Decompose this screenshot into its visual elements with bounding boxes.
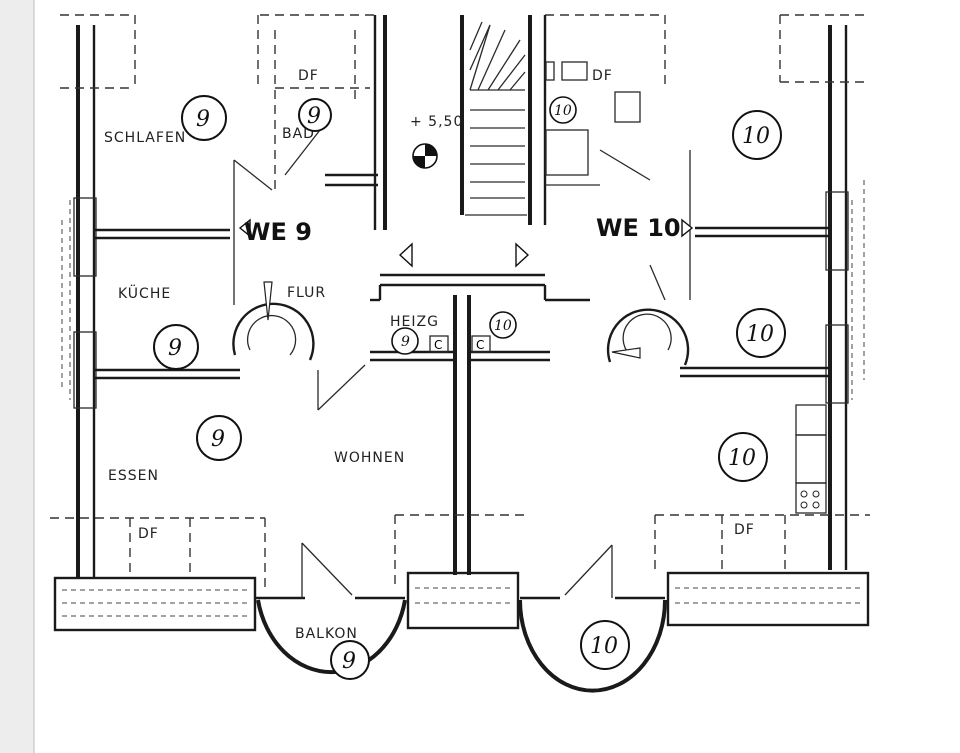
svg-text:10: 10 [728, 446, 756, 471]
marker-bad-10: 10 [549, 96, 577, 124]
we9-entry-arrow-icon [238, 218, 251, 238]
partitions-we9 [94, 159, 366, 411]
svg-text:10: 10 [590, 634, 618, 659]
svg-text:9: 9 [342, 649, 356, 674]
svg-text:9: 9 [196, 107, 210, 132]
bathroom-we9-walls [284, 15, 387, 230]
marker-schlafen-9: 9 [181, 95, 227, 141]
label-we10: WE 10 [596, 214, 681, 242]
marker-essen-9: 9 [196, 415, 242, 461]
label-bad: BAD [282, 126, 315, 142]
balcony-center-parapet [406, 571, 520, 630]
svg-text:C: C [476, 338, 484, 352]
level-symbol [412, 143, 438, 169]
marker-kueche-9: 9 [153, 324, 199, 370]
label-wohnen: WOHNEN [334, 450, 405, 466]
svg-text:10: 10 [746, 322, 774, 347]
svg-text:C: C [434, 338, 442, 352]
flur-arrow-right-icon [515, 242, 530, 268]
label-kueche: KÜCHE [118, 284, 171, 302]
marker-room-lower-right-10: 10 [718, 432, 768, 482]
label-df-top-right: DF [592, 68, 613, 84]
svg-text:10: 10 [742, 124, 770, 149]
marker-room-mid-right-10: 10 [736, 308, 786, 358]
label-essen: ESSEN [108, 468, 159, 484]
marker-heizg-10: 10 [489, 311, 517, 339]
bathroom-we10-walls [543, 15, 651, 225]
label-df-bottom-right: DF [734, 522, 755, 538]
svg-text:10: 10 [494, 318, 512, 334]
svg-text:9: 9 [307, 104, 321, 129]
right-exterior-wall [825, 25, 865, 570]
label-df-bottom-left: DF [138, 526, 159, 542]
label-df-top-left: DF [298, 68, 319, 84]
svg-text:9: 9 [401, 334, 410, 350]
label-balkon: BALKON [295, 626, 358, 642]
balcony-we10 [518, 544, 870, 693]
roof-lines-top [60, 14, 870, 195]
svg-text:10: 10 [554, 103, 572, 119]
marker-balkon-10: 10 [580, 620, 630, 670]
marker-balkon-9: 9 [330, 640, 370, 680]
heating-room: C C [370, 273, 590, 575]
scan-left-edge [0, 0, 34, 753]
label-schlafen: SCHLAFEN [104, 130, 186, 146]
label-we9: WE 9 [244, 218, 312, 246]
roof-lines-bottom [50, 514, 870, 590]
partitions-we10 [606, 150, 830, 514]
flur-arrow-left-icon [398, 242, 413, 268]
label-flur: FLUR [287, 285, 326, 301]
marker-room-top-right-10: 10 [732, 110, 782, 160]
svg-text:9: 9 [168, 336, 182, 361]
stairwell [460, 15, 532, 225]
balcony-we9 [53, 542, 407, 675]
we10-entry-arrow-icon [681, 218, 694, 238]
svg-text:9: 9 [211, 427, 225, 452]
left-exterior-wall [61, 25, 97, 578]
marker-bad-9: 9 [298, 98, 332, 132]
label-heizg: HEIZG [390, 314, 439, 330]
label-level: + 5,50 [410, 114, 463, 130]
marker-heizg-9: 9 [391, 327, 419, 355]
